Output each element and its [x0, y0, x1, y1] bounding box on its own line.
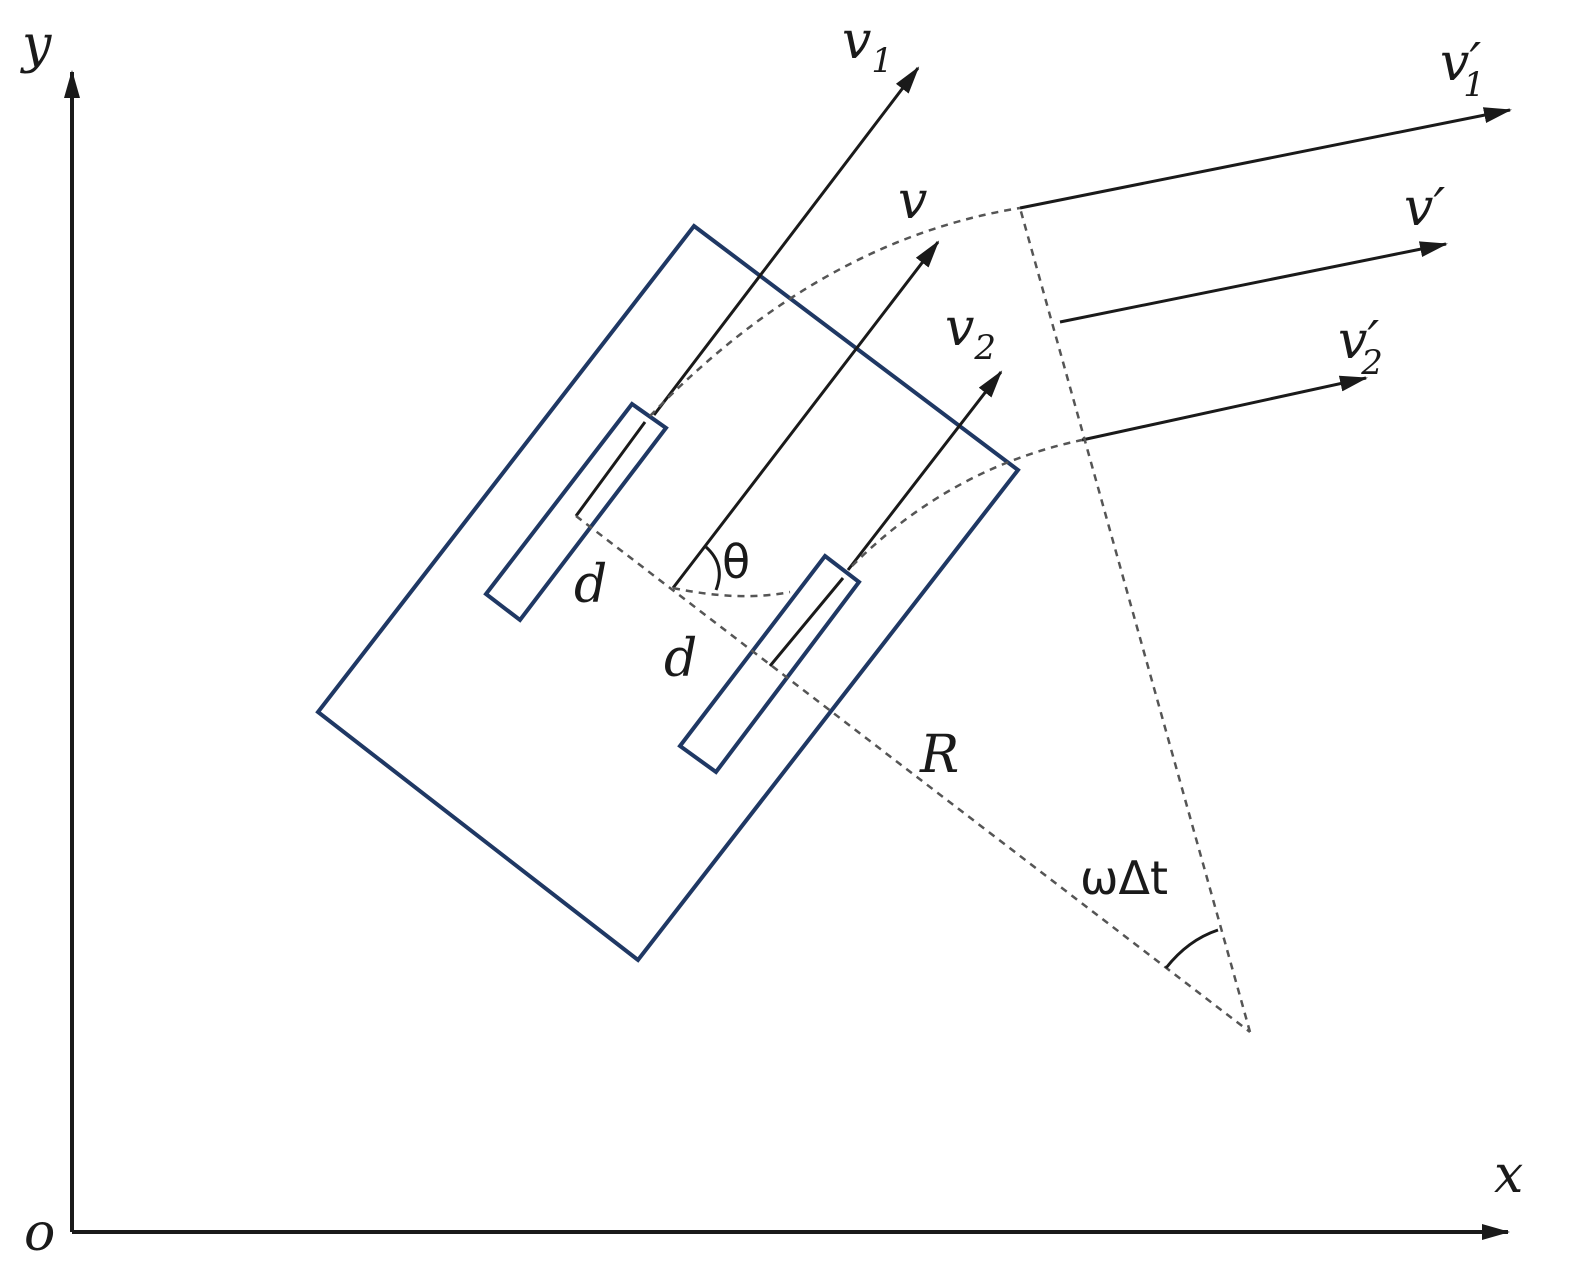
v1-prime-arrow [1019, 107, 1512, 210]
rotated-radius-line [1018, 207, 1252, 1033]
x-axis-label: x [1494, 1145, 1523, 1205]
robot-body [315, 223, 1021, 963]
v-prime-label: v′ [1404, 178, 1445, 238]
v2-arrow [846, 370, 1003, 571]
d-upper-label: d [574, 555, 607, 615]
theta-reference-line [672, 586, 791, 598]
left-wheel [483, 401, 669, 623]
omega-dt-label: ωΔt [1080, 851, 1168, 905]
v1-prime-label-main: v′ [1440, 33, 1481, 93]
v2-prime-label-main: v′ [1338, 311, 1379, 371]
origin-label: o [24, 1203, 55, 1263]
v2-trajectory [851, 438, 1083, 567]
y-axis-label: y [20, 15, 52, 75]
axle-radius-line [575, 515, 1251, 1033]
v-prime-arrow [1059, 241, 1448, 324]
v2-label-sub: 2 [973, 328, 996, 368]
left-wheel-axle [574, 421, 647, 517]
v1-prime-label: v′1 [1440, 33, 1485, 105]
right-wheel-axle [768, 577, 845, 667]
v1-label-main: v [842, 11, 871, 71]
v1-label: v1 [842, 11, 893, 81]
right-wheel [677, 553, 862, 775]
v1-label-sub: 1 [871, 41, 893, 81]
v2-prime-label-sub: 2 [1360, 343, 1383, 383]
v2-prime-arrow [1081, 375, 1368, 442]
v-label: v [898, 171, 927, 231]
theta-label: θ [722, 535, 750, 589]
omega-dt-arc [1164, 928, 1219, 969]
v1-prime-label-sub: 1 [1463, 65, 1485, 105]
radius-label: R [919, 725, 959, 785]
v2-label: v2 [945, 298, 996, 368]
v2-prime-label: v′2 [1338, 311, 1383, 383]
v1-arrow [652, 66, 920, 416]
theta-arc [704, 545, 721, 591]
v-arrow [671, 240, 940, 589]
d-lower-label: d [664, 629, 697, 689]
v2-label-main: v [945, 298, 974, 358]
v1-trajectory [649, 206, 1021, 417]
